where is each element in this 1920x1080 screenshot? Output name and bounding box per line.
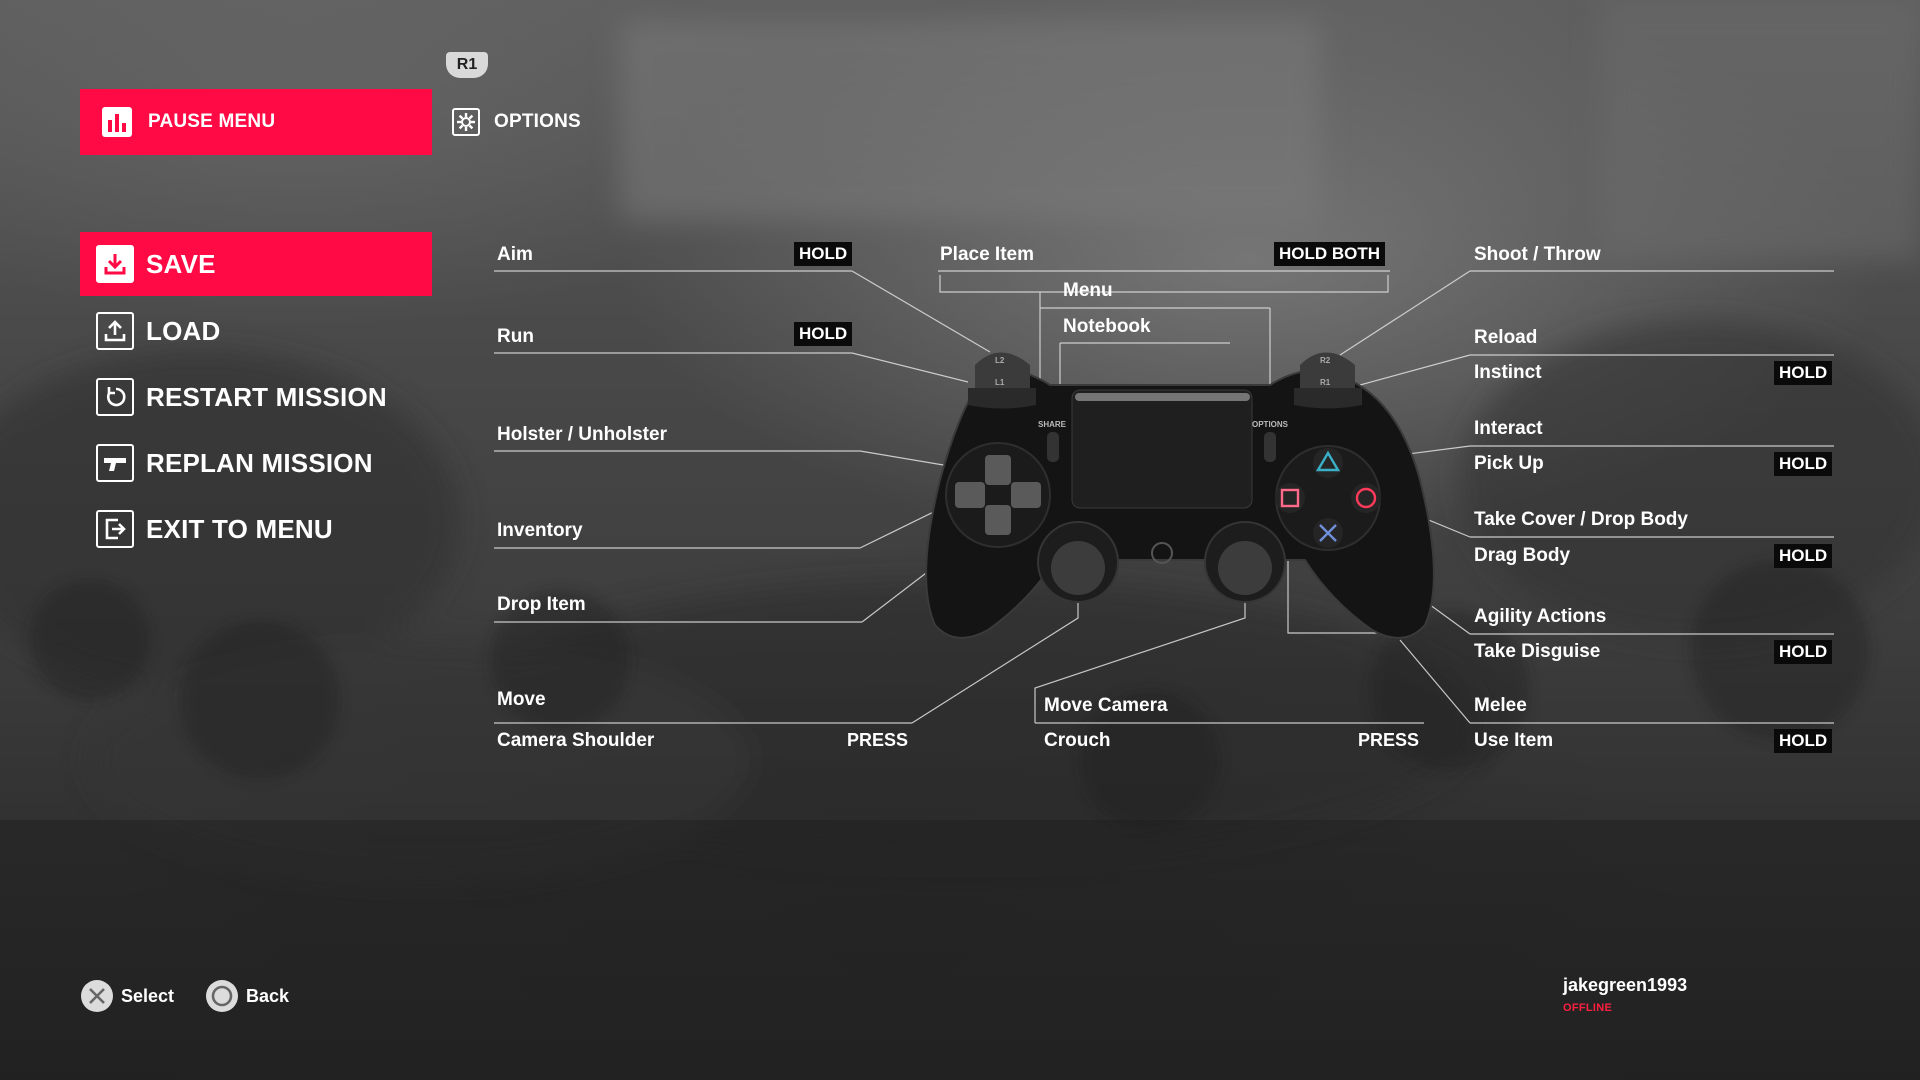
modifier-badge: HOLD xyxy=(1774,361,1833,385)
modifier-badge: HOLD BOTH xyxy=(1274,242,1386,266)
control-shoot-throw: Shoot / Throw xyxy=(1474,244,1601,265)
control-take-cover: Take Cover / Drop Body xyxy=(1474,509,1688,530)
tab-pause-menu-label: PAUSE MENU xyxy=(148,111,276,132)
menu-item-label: REPLAN MISSION xyxy=(146,447,373,478)
pistol-icon xyxy=(96,444,134,482)
back-prompt[interactable]: Back xyxy=(206,980,289,1012)
l2-label: L2 xyxy=(995,356,1005,365)
control-use-item: Use Item xyxy=(1474,730,1554,751)
circle-button-icon xyxy=(206,980,238,1012)
back-label: Back xyxy=(246,985,290,1006)
modifier-badge: PRESS xyxy=(847,730,909,750)
tab-options[interactable]: OPTIONS xyxy=(452,89,581,155)
control-agility-actions: Agility Actions xyxy=(1474,606,1607,627)
menu-item-restart-mission[interactable]: RESTART MISSION xyxy=(80,364,432,430)
cross-button-icon xyxy=(81,980,113,1012)
exit-icon xyxy=(96,510,134,548)
tab-options-label: OPTIONS xyxy=(494,111,581,132)
menu-item-exit-to-menu[interactable]: EXIT TO MENU xyxy=(80,496,432,562)
bar-chart-icon xyxy=(102,107,132,137)
control-move: Move xyxy=(497,689,546,710)
control-run: Run xyxy=(497,326,534,347)
control-melee: Melee xyxy=(1474,695,1527,716)
control-place-item: Place Item xyxy=(940,244,1034,265)
control-interact: Interact xyxy=(1474,418,1543,439)
username: jakegreen1993 xyxy=(1563,975,1688,995)
control-aim: Aim xyxy=(497,244,533,265)
modifier-badge: HOLD xyxy=(794,242,853,266)
select-label: Select xyxy=(121,985,175,1006)
save-icon xyxy=(96,245,134,283)
control-pick-up: Pick Up xyxy=(1474,453,1544,474)
modifier-badge: PRESS xyxy=(1358,730,1420,750)
modifier-badge: HOLD xyxy=(1774,640,1833,664)
gear-icon xyxy=(452,108,480,136)
modifier-badge: HOLD xyxy=(1774,729,1833,753)
restart-icon xyxy=(96,378,134,416)
r2-label: R2 xyxy=(1320,356,1331,365)
menu-item-load[interactable]: LOAD xyxy=(80,298,432,364)
control-inventory: Inventory xyxy=(497,520,583,541)
tab-pause-menu[interactable]: PAUSE MENU xyxy=(80,89,432,155)
control-holster: Holster / Unholster xyxy=(497,424,667,445)
control-menu: Menu xyxy=(1063,280,1113,301)
modifier-badge: HOLD xyxy=(794,322,853,346)
control-camera-shoulder: Camera Shoulder xyxy=(497,730,655,751)
options-button-label: OPTIONS xyxy=(1252,420,1289,429)
control-crouch: Crouch xyxy=(1044,730,1111,751)
load-icon xyxy=(96,312,134,350)
control-take-disguise: Take Disguise xyxy=(1474,641,1601,662)
menu-item-label: SAVE xyxy=(146,248,216,279)
menu-item-label: LOAD xyxy=(146,315,221,346)
r1-bumper-hint: R1 xyxy=(446,52,488,78)
user-profile: jakegreen1993 OFFLINE xyxy=(1563,975,1687,1014)
modifier-badge: HOLD xyxy=(1774,544,1833,568)
l1-label: L1 xyxy=(995,378,1005,387)
control-drag-body: Drag Body xyxy=(1474,545,1571,566)
menu-item-save[interactable]: SAVE xyxy=(80,232,432,296)
control-reload: Reload xyxy=(1474,327,1538,348)
menu-item-replan-mission[interactable]: REPLAN MISSION xyxy=(80,430,432,496)
pause-menu-list: SAVE LOAD RESTART MISSION REPLAN MISSION… xyxy=(80,232,432,562)
menu-item-label: RESTART MISSION xyxy=(146,381,387,412)
r1-label: R1 xyxy=(1320,378,1331,387)
modifier-badge: HOLD xyxy=(1774,452,1833,476)
connection-status: OFFLINE xyxy=(1563,1002,1613,1014)
select-prompt[interactable]: Select xyxy=(81,980,174,1012)
menu-item-label: EXIT TO MENU xyxy=(146,513,333,544)
share-button-label: SHARE xyxy=(1038,420,1067,429)
control-instinct: Instinct xyxy=(1474,362,1542,383)
control-drop-item: Drop Item xyxy=(497,594,586,615)
control-notebook: Notebook xyxy=(1063,316,1151,337)
control-move-camera: Move Camera xyxy=(1044,695,1168,716)
